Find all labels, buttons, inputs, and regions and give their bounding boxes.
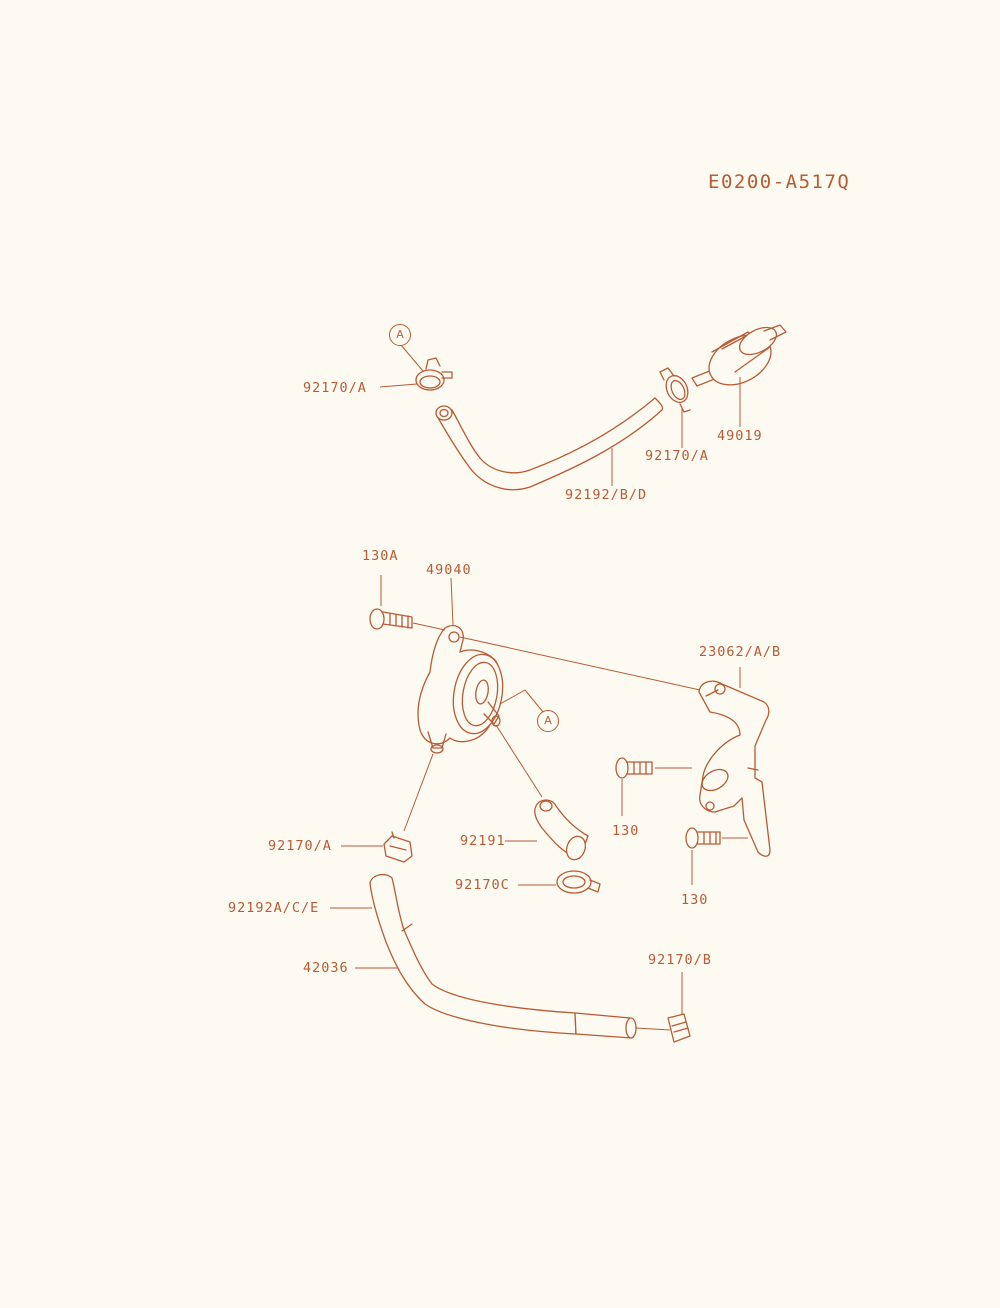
- label-130a: 130A: [362, 548, 399, 564]
- reference-marker-a-pump: A: [537, 710, 559, 732]
- reference-marker-a-top: A: [389, 324, 411, 346]
- leader-pump-to-bracket: [459, 636, 701, 691]
- hose-92191-drawing: [534, 799, 589, 861]
- label-23062: 23062/A/B: [699, 644, 782, 660]
- leader-bolt-to-pump: [412, 622, 446, 631]
- bolt-130a-drawing: [369, 608, 413, 630]
- label-130-upper: 130: [612, 823, 640, 839]
- label-42036: 42036: [303, 960, 349, 976]
- clamp-92170c-drawing: [556, 870, 601, 894]
- label-92170a-top-right: 92170/A: [645, 448, 709, 464]
- leader-outlet-to-hose: [495, 724, 543, 798]
- label-92192-bd: 92192/B/D: [565, 487, 648, 503]
- leader-ref-a-mid-a: [499, 689, 526, 705]
- label-49019: 49019: [717, 428, 763, 444]
- label-130-lower: 130: [681, 892, 709, 908]
- hose-92192-bd-drawing: [435, 397, 664, 491]
- leader-inlet-to-clamp: [403, 753, 434, 832]
- label-49040: 49040: [426, 562, 472, 578]
- leader-clamp-top-left: [379, 383, 418, 388]
- clamp-92170a-top-right-drawing: [659, 367, 691, 413]
- label-92170b: 92170/B: [648, 952, 712, 968]
- label-92191: 92191: [460, 833, 506, 849]
- clamp-92170b-drawing: [667, 1013, 691, 1043]
- leader-hose-to-clamp-b: [635, 1027, 671, 1031]
- leader-ref-a-mid-b: [524, 689, 544, 713]
- leader-pump: [450, 577, 454, 626]
- fuel-filter-49019-drawing: [691, 324, 787, 387]
- bolt-130-upper-drawing: [615, 757, 653, 779]
- fuel-pump-49040-drawing: [417, 625, 504, 754]
- diagram-code: E0200-A517Q: [708, 171, 851, 193]
- bolt-130-lower-drawing: [685, 827, 721, 849]
- label-92170a-top-left: 92170/A: [303, 380, 367, 396]
- label-92192a-ce: 92192A/C/E: [228, 900, 320, 916]
- clamp-92170a-left-drawing: [383, 831, 413, 863]
- hose-42036-drawing: [369, 873, 637, 1039]
- label-92170c: 92170C: [455, 877, 510, 893]
- clamp-92170a-top-left-drawing: [415, 357, 453, 391]
- leader-ref-a-top: [400, 344, 424, 372]
- label-92170a-left: 92170/A: [268, 838, 332, 854]
- bracket-23062-drawing: [698, 680, 771, 857]
